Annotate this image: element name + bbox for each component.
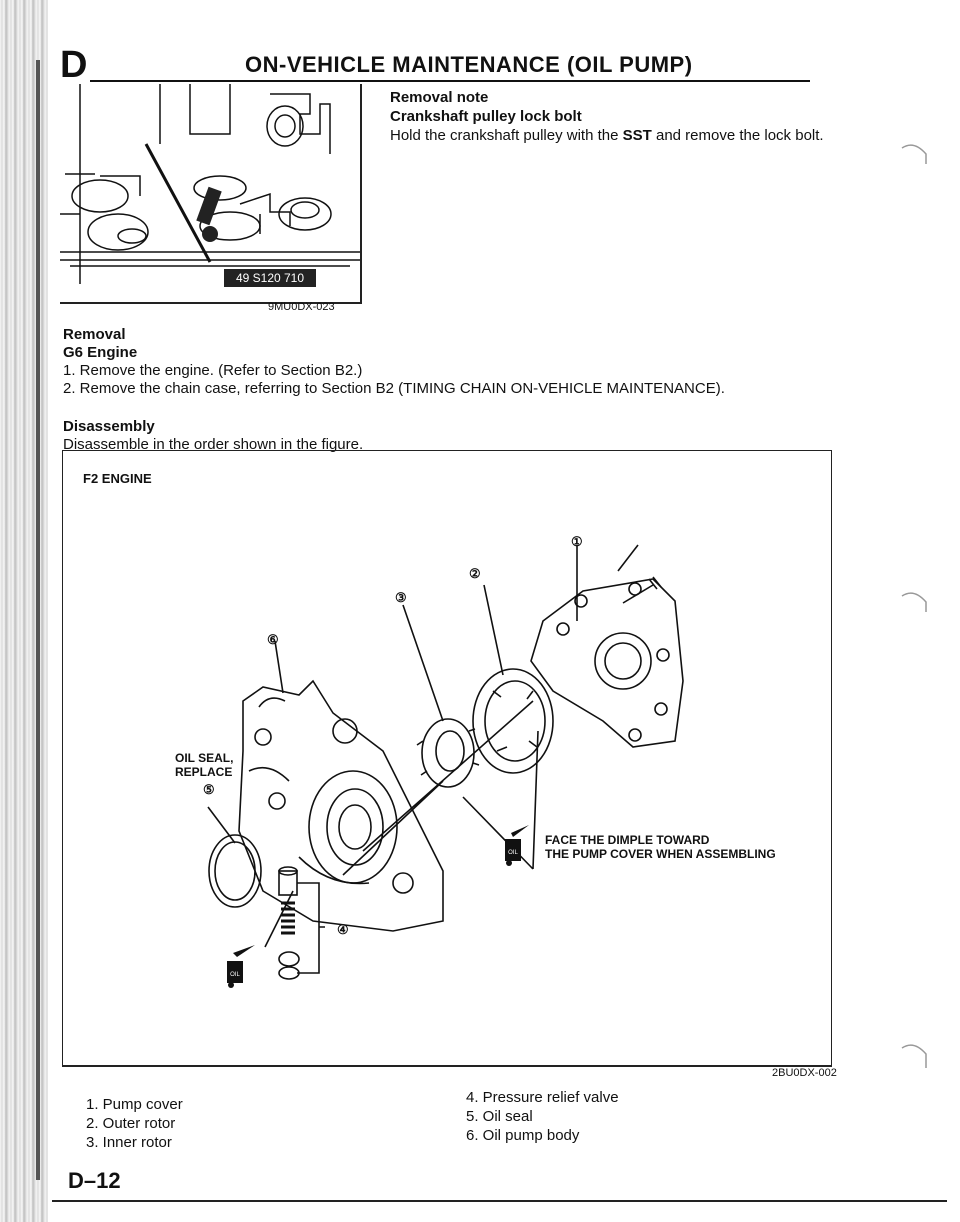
dimple-note: FACE THE DIMPLE TOWARD THE PUMP COVER WH… xyxy=(545,833,776,861)
title-rule xyxy=(90,80,810,82)
page-title: ON-VEHICLE MAINTENANCE (OIL PUMP) xyxy=(245,52,693,77)
bottom-rule xyxy=(52,1200,947,1202)
callout-3: ③ xyxy=(395,590,407,605)
removal-heading: Removal xyxy=(63,326,126,343)
callout-5: ⑤ xyxy=(203,782,215,797)
legend-item: 2. Outer rotor xyxy=(86,1115,176,1132)
legend-item: 6. Oil pump body xyxy=(466,1127,580,1144)
engine-label: F2 ENGINE xyxy=(83,471,152,486)
oil-seal-note-line: OIL SEAL, xyxy=(175,751,234,765)
removal-step: 2. Remove the chain case, referring to S… xyxy=(63,380,725,397)
margin-mark xyxy=(901,1044,927,1068)
legend-item: 5. Oil seal xyxy=(466,1108,533,1125)
oil-icon-text: OIL xyxy=(230,972,240,978)
oil-pump-illustration: OIL OIL xyxy=(207,544,684,988)
dimple-note-line: THE PUMP COVER WHEN ASSEMBLING xyxy=(545,847,776,861)
legend-item: 4. Pressure relief valve xyxy=(466,1089,619,1106)
figure2-code: 2BU0DX-002 xyxy=(772,1067,837,1079)
margin-mark xyxy=(901,592,927,612)
disassembly-text: Disassemble in the order shown in the fi… xyxy=(63,436,364,453)
figure1-code: 9MU0DX-023 xyxy=(268,301,335,313)
disassembly-section: Disassembly Disassemble in the order sho… xyxy=(63,418,823,454)
removal-subheading: G6 Engine xyxy=(63,344,138,361)
oil-seal-note-line: REPLACE xyxy=(175,765,233,779)
callout-6: ⑥ xyxy=(267,632,279,647)
legend-item: 3. Inner rotor xyxy=(86,1134,172,1151)
oil-pump-exploded-figure: OIL OIL F2 ENGINE ① ② ③ ④ ⑤ ⑥ OIL SEAL, … xyxy=(62,450,832,1067)
removal-note-subheading: Crankshaft pulley lock bolt xyxy=(390,108,582,125)
disassembly-heading: Disassembly xyxy=(63,418,155,435)
removal-note-heading: Removal note xyxy=(390,89,489,106)
note-text-part: Hold the crankshaft pulley with the xyxy=(390,127,623,144)
callout-4: ④ xyxy=(337,922,349,937)
crankshaft-pulley-figure: 49 S120 710 xyxy=(60,84,362,304)
oil-icon-text: OIL xyxy=(508,850,518,856)
margin-mark xyxy=(901,144,927,164)
callout-2: ② xyxy=(469,566,481,581)
oil-can-icon: OIL xyxy=(227,945,255,988)
legend-item: 1. Pump cover xyxy=(86,1096,183,1113)
oil-seal-note: OIL SEAL, REPLACE xyxy=(175,751,233,779)
sst-label: 49 S120 710 xyxy=(236,271,304,285)
crankshaft-pulley-illustration: 49 S120 710 xyxy=(60,84,360,287)
removal-note: Removal note Crankshaft pulley lock bolt… xyxy=(390,88,830,145)
section-letter: D xyxy=(60,44,88,86)
legend-left: 1. Pump cover 2. Outer rotor 3. Inner ro… xyxy=(86,1095,183,1152)
page-number: D–12 xyxy=(68,1168,121,1193)
removal-step: 1. Remove the engine. (Refer to Section … xyxy=(63,362,363,379)
oil-can-icon: OIL xyxy=(505,825,529,866)
removal-section: Removal G6 Engine 1. Remove the engine. … xyxy=(63,326,823,398)
callout-1: ① xyxy=(571,534,583,549)
removal-note-text: Hold the crankshaft pulley with the SST … xyxy=(390,126,830,145)
note-text-part: and remove the lock bolt. xyxy=(651,127,824,144)
dimple-note-line: FACE THE DIMPLE TOWARD xyxy=(545,833,710,847)
binding-edge xyxy=(0,0,48,1222)
legend-right: 4. Pressure relief valve 5. Oil seal 6. … xyxy=(466,1088,619,1145)
note-text-sst: SST xyxy=(622,127,652,144)
